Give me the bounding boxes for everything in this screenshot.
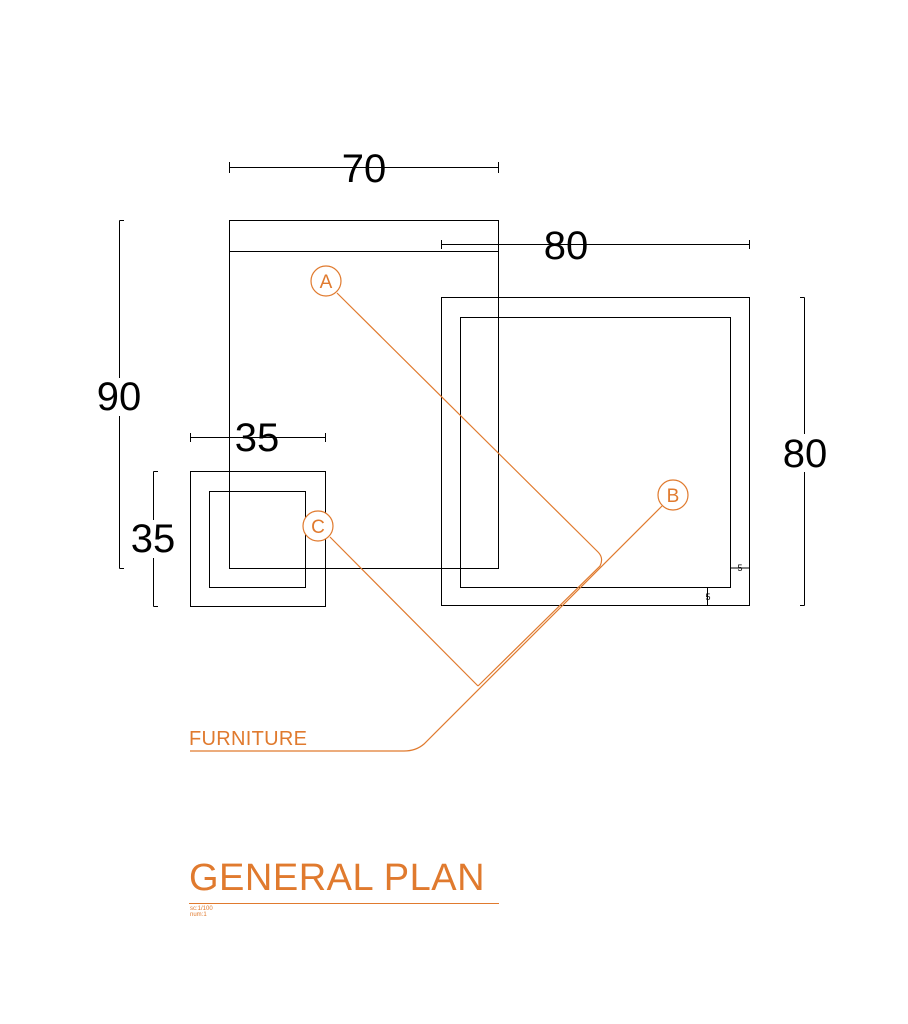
stool-block (190, 471, 326, 607)
dimension-label-35-top: 35 (235, 416, 280, 460)
dimension-label-5-right: 5 (737, 563, 742, 573)
dimension-cabinet-depth: 80 (778, 297, 832, 606)
dimension-cabinet-inset-right: 5 (730, 563, 750, 573)
plan-scale: sc:1/100 (190, 906, 213, 912)
dimension-label-80-right: 80 (783, 432, 828, 476)
tag-b-circle (657, 479, 689, 511)
dimension-label-80-top: 80 (544, 224, 589, 268)
dimension-cabinet-inset-bottom: 5 (705, 587, 711, 606)
tag-a-circle (310, 265, 342, 297)
leader-line-c (329, 536, 479, 687)
dimension-stool-depth: 35 (128, 471, 180, 607)
dimension-label-5-bottom: 5 (705, 592, 710, 602)
tag-c-circle (302, 510, 334, 542)
cabinet-block (441, 297, 750, 606)
table-outline (229, 220, 499, 569)
dimension-cabinet-width: 80 (441, 224, 750, 268)
leader-lines (190, 292, 663, 752)
plan-number: num:1 (190, 912, 207, 918)
plan-title: GENERAL PLAN (189, 857, 485, 899)
tag-b: B (657, 479, 689, 511)
dimension-label-90: 90 (97, 375, 142, 419)
leader-line-b (190, 505, 663, 752)
tag-c-letter: C (311, 517, 325, 538)
dimension-table-width: 70 (229, 147, 499, 191)
furniture-label: FURNITURE (189, 728, 307, 750)
tag-b-letter: B (667, 486, 680, 507)
dimension-table-depth: 90 (92, 220, 144, 569)
cabinet-outer (441, 297, 750, 606)
table-block (229, 220, 499, 569)
dimension-label-35-left: 35 (131, 517, 176, 561)
tag-a-letter: A (320, 272, 333, 293)
dimension-label-70: 70 (342, 147, 387, 191)
dimension-stool-width: 35 (190, 416, 326, 460)
tag-a: A (310, 265, 342, 297)
cabinet-inner (460, 317, 731, 588)
title-block: GENERAL PLAN sc:1/100 num:1 (189, 857, 499, 918)
tag-c: C (302, 510, 334, 542)
leader-line-a (336, 292, 603, 687)
stool-inner (209, 491, 306, 588)
